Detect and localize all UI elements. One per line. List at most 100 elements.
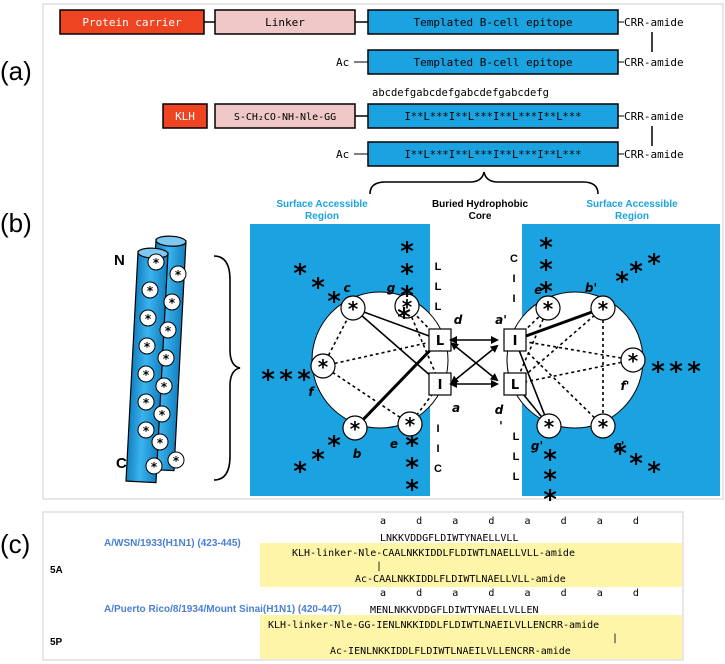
surface-star: * [687,357,701,387]
crr-amide-2: CRR-amide [624,56,684,69]
templated-epitope-box-2 [367,49,619,75]
helix-residue-star: * [173,454,180,468]
surface-star: * [400,281,414,311]
surface-star: * [647,249,661,279]
wheel-link [353,338,442,430]
position-label-right-e: e' [534,283,546,297]
core-left-bottom-3: C [434,463,442,475]
templated-epitope-label-1: Templated B-cell epitope [414,16,573,29]
position-label-left-d: d [454,313,463,327]
surface-region-right-line1: Surface Accessible [586,199,678,210]
helix-residue [137,393,155,411]
buried-core-line1: Buried Hydrophobic [432,199,529,210]
helix-residue [137,421,155,439]
core-right-top-3: I [512,293,515,305]
helix-residue [147,253,165,271]
ac-label-1: Ac [336,56,349,69]
wheel-position-star: * [598,297,609,321]
helix-residue-star: * [145,312,152,326]
strain-label-2: A/Puerto Rico/8/1934/Mount Sinai(H1N1) (… [104,604,341,615]
core-arrows [449,336,499,388]
helix-residue-star: * [175,268,182,282]
helix-residue [141,281,159,299]
position-label-right-d: d [495,403,504,417]
position-label-left-e: e [390,437,398,451]
surface-star: * [311,445,325,475]
linker-label: Linker [265,16,305,29]
klh-sequence-5a: KLH-linker-Nle-CAALNKKIDDLFLDIWTLNAELLVL… [292,548,575,559]
position-label-left-c: c [343,281,350,295]
wheel-position-left-g [394,293,420,319]
wheel-position-star: * [405,413,416,437]
heptad-sequence-2: I**L***I**L***I**L***I**L*** [404,149,581,161]
helix-residue [151,433,169,451]
klh-sequence-5p: KLH-linker-Nle-GG-IENLNKKIDDLFLDIWTLNAEI… [268,620,599,631]
ac-label-2: Ac [336,148,349,161]
helix-residue [145,457,163,475]
panel-label-a: (a) [0,56,32,86]
surface-region-left-line2: Region [305,211,339,222]
heptad-sequence-1: I**L***I**L***I**L***I**L*** [404,111,581,123]
surface-region-left-line1: Surface Accessible [276,199,368,210]
core-residue-letter: L [436,334,444,349]
surface-star: * [669,357,683,387]
helix-residue-star: * [153,256,160,270]
helix-residue-star: * [147,284,154,298]
helix-residue-star: * [163,352,170,366]
surface-star: * [293,457,307,487]
core-left-top-2: L [435,281,442,293]
wheel-link [514,307,549,385]
divider-5p: | [612,633,618,644]
surface-star: * [405,453,419,483]
wheel-link [322,339,441,367]
wheel-link [514,339,550,427]
position-label-left-f: f [308,385,315,399]
surface-star: * [293,259,307,289]
core-right-bottom-2: L [513,451,520,463]
surface-star: * [539,255,553,285]
helix-residue [138,337,156,355]
ac-sequence-5a: Ac-CAALNKKIDDLFLDIWTLNAELLVLL-amide [355,574,566,585]
surface-star: * [405,431,419,461]
surface-star: * [543,485,557,515]
helix-residue [159,321,177,339]
helix-residues: **************** [137,253,187,475]
position-label-right-f: f' [621,379,630,393]
helix-residue-star: * [143,368,150,382]
helix-residue [169,265,187,283]
helix-residue [153,405,171,423]
helix-residue-star: * [165,324,172,338]
heptad-letters: abcdefgabcdefgabcdefgabcdefg [372,87,549,99]
helix-n-label: N [114,252,125,269]
linker-box [214,9,356,35]
wheel-position-right-e [535,295,561,321]
surface-star: * [539,233,553,263]
crr-amide-4: CRR-amide [624,148,684,161]
wheel-position-right-b [590,295,616,321]
surface-star: * [400,237,414,267]
helix-residue [139,309,157,327]
wheel-position-left-e [397,411,423,437]
klh-box [162,103,208,129]
crr-amide-1: CRR-amide [624,16,684,29]
wheel-position-star: * [628,349,639,373]
crr-amide-3: CRR-amide [624,110,684,123]
wheel-position-star: * [543,297,554,321]
wheel-position-star: * [598,415,609,439]
core-right-bottom-3: L [513,471,520,483]
klh-label: KLH [175,110,195,123]
surface-star: * [405,475,419,505]
wheel-link [514,339,604,427]
protein-carrier-label: Protein carrier [82,16,182,29]
surface-star: * [311,273,325,303]
core-left-bottom-1: I [436,423,439,435]
surface-star: * [615,267,629,297]
helix-residue-star: * [144,340,151,354]
helix-residue [157,349,175,367]
core-right-top-2: I [512,273,515,285]
helix-residue [167,451,185,469]
surface-star: * [543,465,557,495]
surface-star: * [613,439,627,469]
heptad-box-2 [367,141,619,167]
